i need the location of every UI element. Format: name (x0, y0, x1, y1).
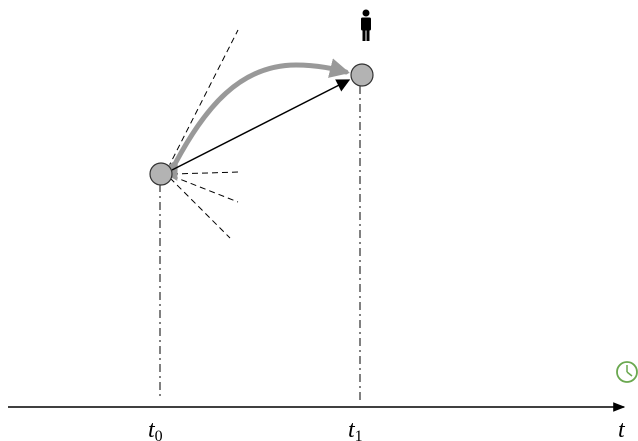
node-t0 (149, 162, 173, 186)
dashed-ray (171, 171, 241, 175)
t1-label: t1 (348, 417, 363, 441)
t0-label: t0 (148, 417, 163, 441)
straight-arrow (171, 79, 351, 171)
dashed-ray (169, 177, 231, 239)
curved-double-arrow (159, 58, 350, 181)
clock-icon (616, 361, 638, 383)
time-axis-label: t (618, 417, 626, 441)
dashed-ray (171, 175, 239, 203)
dashed-ray (167, 29, 239, 169)
person-icon (361, 9, 371, 41)
node-t1 (350, 63, 374, 87)
